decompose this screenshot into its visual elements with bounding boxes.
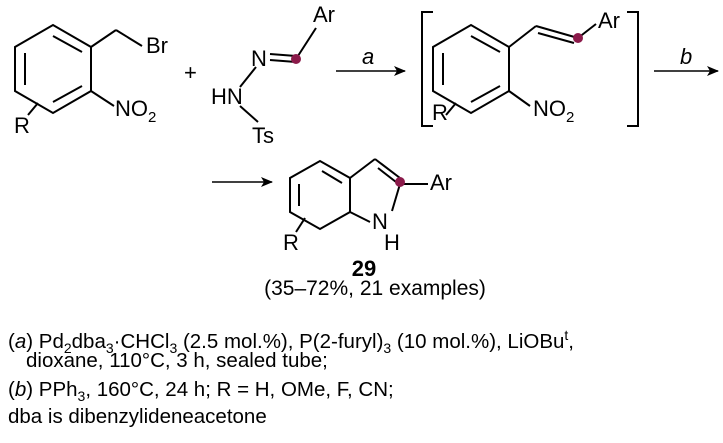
plus-sign: + <box>184 60 197 85</box>
intermediate-brackets <box>421 11 639 127</box>
vinyl-carbon-dot <box>573 33 583 43</box>
r-substituent-label: R <box>14 113 30 138</box>
hn-label: HN <box>211 84 243 109</box>
intermediate-stilbene <box>432 23 597 116</box>
dba-footnote: dba is dibenzylideneacetone <box>8 405 267 428</box>
conditions-a-line2: dioxane, 110°C, 3 h, sealed tube; <box>26 349 328 372</box>
nitro-label: NO2 <box>115 96 156 126</box>
conditions-b-line: (b) PPh3, 160°C, 24 h; R = H, OMe, F, CN… <box>8 378 394 405</box>
reactant-nitrobenzyl-bromide <box>14 23 143 116</box>
indole-c2-dot <box>395 177 405 187</box>
intermediate-nitro-label: NO2 <box>533 96 574 126</box>
indole-n-label: N <box>372 209 388 234</box>
product-aryl-label: Ar <box>430 170 452 195</box>
imine-n-label: N <box>251 46 267 71</box>
product-r-label: R <box>283 230 299 255</box>
carbene-carbon-dot <box>291 54 301 64</box>
conditions-a-line1: (a) Pd2dba3·CHCl3 (2.5 mol.%), P(2-furyl… <box>8 327 574 356</box>
arrow-a-label: a <box>362 44 374 69</box>
compound-number: 29 <box>352 256 376 281</box>
aryl-label: Ar <box>313 2 335 27</box>
intermediate-aryl-label: Ar <box>598 8 620 33</box>
arrow-b-label: b <box>680 44 692 69</box>
tosyl-label: Ts <box>252 123 274 148</box>
indole-h-label: H <box>384 230 400 255</box>
reactant-tosylhydrazone <box>239 27 317 123</box>
bromo-label: Br <box>146 33 168 58</box>
intermediate-r-label: R <box>432 100 448 125</box>
product-indole <box>289 158 428 233</box>
yield-range: (35–72%, 21 examples) <box>264 277 486 300</box>
